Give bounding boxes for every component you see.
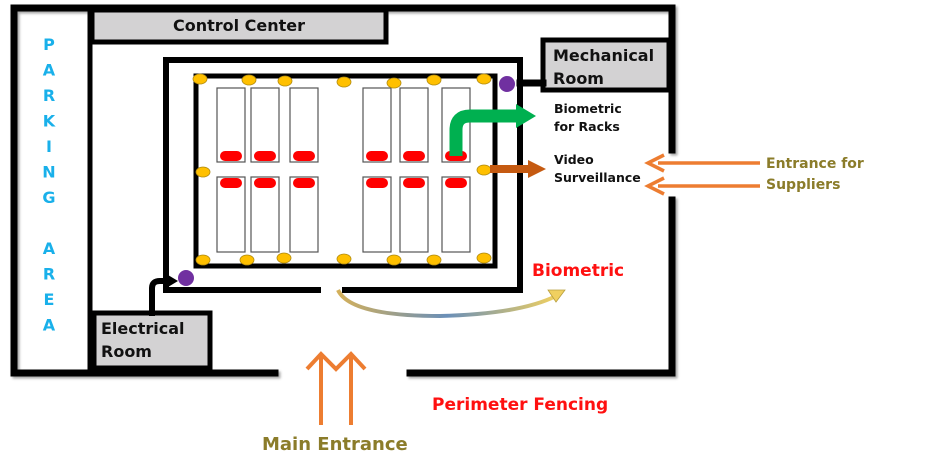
biometric-label: Biometric	[532, 261, 624, 281]
biometric-for-racks-label-line2: for Racks	[554, 119, 620, 134]
entrance-for-suppliers-label-line2: Suppliers	[766, 177, 840, 193]
mechanical-room-label-line1: Mechanical	[553, 46, 654, 65]
sensor-icon	[476, 252, 492, 264]
parking-letter: A	[43, 316, 56, 335]
sensor-icon	[426, 254, 442, 266]
sensor-set	[192, 73, 492, 266]
sensor-icon	[239, 254, 255, 266]
server-rack	[216, 176, 246, 253]
power-point-icon	[178, 270, 194, 286]
biometric-for-racks-label-line1: Biometric	[554, 101, 622, 116]
rack-biometric-lock-icon	[403, 178, 425, 188]
biometric-arrow-icon	[449, 104, 536, 156]
rack-biometric-lock-icon	[254, 178, 276, 188]
mechanical-room-label-line2: Room	[553, 69, 604, 88]
sensor-icon	[241, 74, 257, 86]
sensor-icon	[386, 77, 402, 89]
sensor-icon	[276, 252, 292, 264]
parking-letter: R	[43, 86, 55, 105]
electrical-room-label-line2: Room	[101, 342, 152, 361]
perimeter-fencing-label: Perimeter Fencing	[432, 395, 608, 415]
parking-letter: K	[43, 112, 56, 131]
rack-biometric-lock-icon	[293, 151, 315, 161]
sensor-icon	[277, 75, 293, 87]
rack-biometric-lock-icon	[220, 151, 242, 161]
sensor-icon	[195, 254, 211, 266]
server-rack	[289, 87, 319, 163]
sensor-icon	[476, 73, 492, 85]
rack-biometric-lock-icon	[293, 178, 315, 188]
main-entrance-label: Main Entrance	[262, 434, 408, 455]
mechanical-room: Mechanical Room	[516, 37, 672, 93]
parking-letter: A	[43, 61, 56, 80]
server-rack	[399, 87, 429, 163]
parking-letter: A	[43, 239, 56, 258]
video-surveillance-arrow-icon	[490, 160, 546, 178]
server-rack	[441, 176, 471, 253]
rack-biometric-lock-icon	[366, 178, 388, 188]
server-rack	[362, 87, 392, 163]
video-surveillance-label-line1: Video	[554, 152, 594, 167]
server-rack	[250, 87, 280, 163]
server-hall	[192, 73, 498, 269]
parking-letter: E	[44, 290, 55, 309]
door-swing-arrowhead	[547, 289, 566, 303]
electrical-room: Electrical Room	[91, 275, 213, 371]
rack-biometric-lock-icon	[366, 151, 388, 161]
control-center-room: Control Center	[89, 7, 389, 45]
parking-letter: P	[43, 35, 55, 54]
sensor-icon	[192, 73, 208, 85]
parking-letter: R	[43, 265, 55, 284]
electrical-room-label-line1: Electrical	[101, 319, 185, 338]
parking-letter: G	[42, 188, 55, 207]
sensor-icon	[336, 253, 352, 265]
supplier-entrance-arrows-icon	[644, 153, 760, 196]
control-center-label: Control Center	[173, 16, 305, 35]
sensor-icon	[195, 166, 211, 178]
parking-letter: N	[42, 163, 55, 182]
sensor-icon	[476, 164, 492, 176]
main-entrance-arrows-icon	[305, 351, 367, 425]
server-rack	[289, 176, 319, 253]
rack-biometric-lock-icon	[254, 151, 276, 161]
rack-biometric-lock-icon	[403, 151, 425, 161]
rack-grid	[216, 87, 471, 253]
sensor-icon	[336, 76, 352, 88]
server-rack	[362, 176, 392, 253]
sensor-icon	[426, 74, 442, 86]
rack-biometric-lock-icon	[445, 178, 467, 188]
perimeter-fence	[10, 4, 676, 377]
video-surveillance-label-line2: Surveillance	[554, 170, 641, 185]
server-rack	[250, 176, 280, 253]
server-rack	[216, 87, 246, 163]
rack-biometric-lock-icon	[220, 178, 242, 188]
power-point-icon	[499, 76, 515, 92]
door-swing-arrow-icon	[336, 288, 557, 319]
server-rack	[399, 176, 429, 253]
sensor-icon	[386, 254, 402, 266]
parking-letter: I	[46, 137, 52, 156]
building-wall	[163, 57, 523, 293]
entrance-for-suppliers-label-line1: Entrance for	[766, 156, 864, 172]
